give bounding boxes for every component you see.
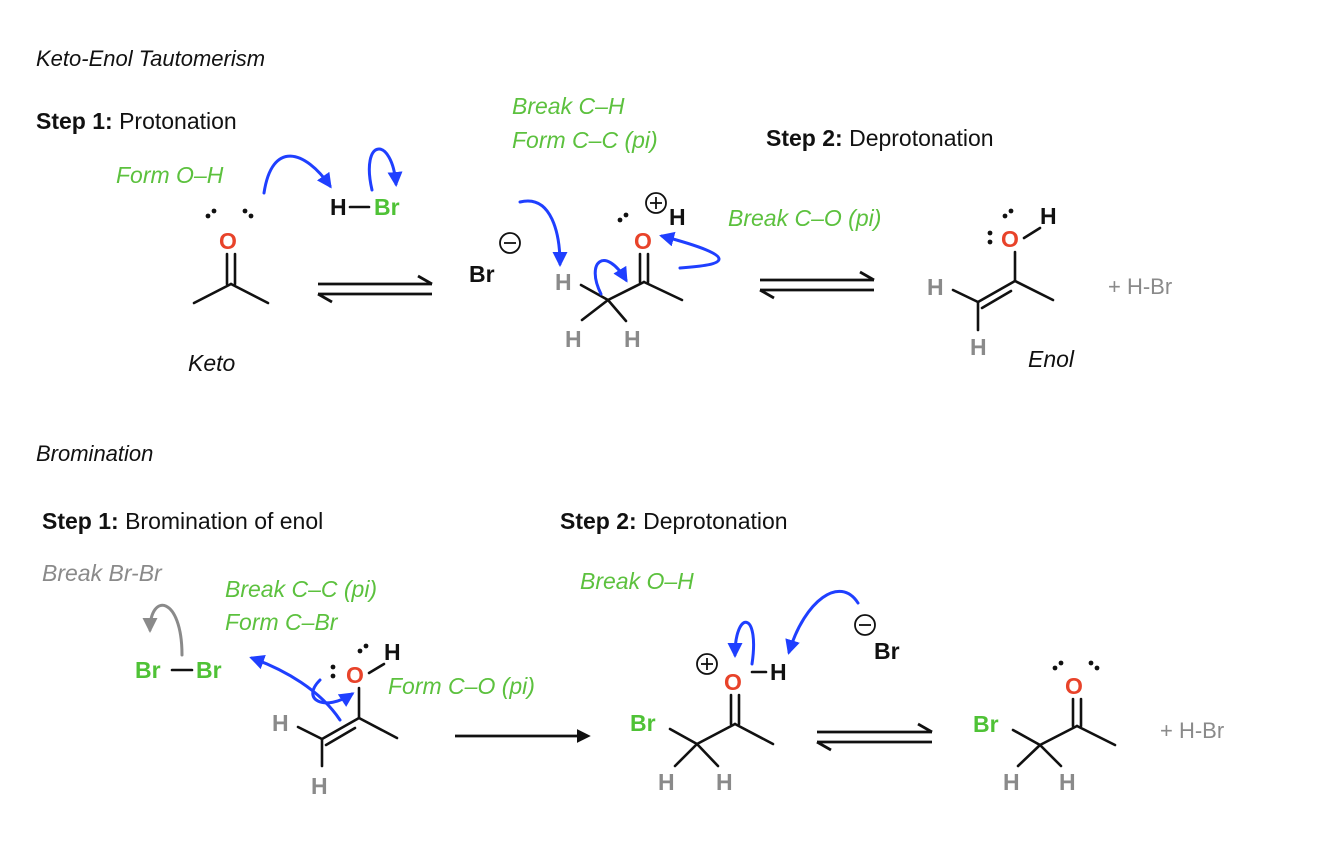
note-form-co-pi: Form C–O (pi): [388, 673, 535, 699]
byproduct-hbr-1: + H-Br: [1108, 274, 1172, 299]
arrow-ch-to-cc: [593, 259, 628, 296]
arrow-cc-pi-to-br: [249, 655, 342, 722]
svg-text:O: O: [724, 669, 742, 695]
svg-text:H: H: [1040, 203, 1057, 229]
note-form-oh: Form O–H: [116, 162, 224, 188]
bromination-step1-heading: Step 1: Bromination of enol: [42, 508, 323, 534]
note-break-co-pi: Break C–O (pi): [728, 205, 881, 231]
equilibrium-arrow-2: [759, 270, 875, 300]
svg-text:O: O: [346, 662, 364, 688]
enol-molecule: O H H H: [927, 203, 1057, 360]
note-form-cc-pi: Form C–C (pi): [512, 127, 658, 153]
svg-text:H: H: [384, 639, 401, 665]
byproduct-hbr-2: + H-Br: [1160, 718, 1224, 743]
keto-enol-step2-heading: Step 2: Deprotonation: [766, 125, 994, 151]
note-break-cc-pi: Break C–C (pi): [225, 576, 377, 602]
bromoketone-product: O Br H H: [973, 660, 1117, 795]
svg-text:H: H: [272, 710, 289, 736]
note-form-cbr: Form C–Br: [225, 609, 339, 635]
protonated-ketone: O H H H H: [555, 192, 686, 352]
arrow-co-pi-to-o: [659, 231, 721, 270]
protonated-bromoketone: O H Br H H: [630, 653, 787, 795]
bromide-ion-2: Br: [854, 614, 900, 664]
svg-text:Br: Br: [973, 711, 999, 737]
keto-label: Keto: [188, 350, 236, 376]
svg-text:H: H: [624, 326, 641, 352]
note-break-ch: Break C–H: [512, 93, 625, 119]
enol-label: Enol: [1028, 346, 1075, 372]
svg-text:H: H: [1003, 769, 1020, 795]
svg-text:H: H: [669, 204, 686, 230]
arrow-br-to-h-2: [785, 590, 860, 655]
arrow-hbr-bond-to-br: [367, 147, 403, 192]
svg-text:O: O: [1065, 673, 1083, 699]
svg-text:H: H: [311, 773, 328, 799]
equilibrium-arrow-1: [317, 274, 433, 304]
svg-text:Br: Br: [630, 710, 656, 736]
svg-text:Br: Br: [374, 194, 400, 220]
keto-enol-step1-heading: Step 1: Protonation: [36, 108, 237, 134]
note-break-brbr: Break Br-Br: [42, 560, 163, 586]
bromination-title: Bromination: [36, 441, 153, 466]
keto-enol-title: Keto-Enol Tautomerism: [36, 46, 265, 71]
enol-molecule-2: O H H H: [272, 639, 401, 799]
svg-text:H: H: [565, 326, 582, 352]
keto-oxygen: O: [219, 228, 237, 254]
svg-text:Br: Br: [135, 657, 161, 683]
svg-text:Br: Br: [196, 657, 222, 683]
equilibrium-arrow-3: [816, 722, 933, 752]
arrow-o-to-h: [262, 154, 332, 195]
svg-text:H: H: [330, 194, 347, 220]
arrow-brbr-break: [142, 603, 184, 657]
keto-molecule: O: [192, 208, 270, 305]
svg-text:H: H: [927, 274, 944, 300]
note-break-oh: Break O–H: [580, 568, 694, 594]
svg-text:H: H: [716, 769, 733, 795]
arrow-o-lone-pair: [311, 678, 355, 707]
svg-text:H: H: [658, 769, 675, 795]
bromination-step2-heading: Step 2: Deprotonation: [560, 508, 788, 534]
arrow-oh-bond-to-o: [727, 620, 756, 666]
svg-text:Br: Br: [874, 638, 900, 664]
hbr-reagent: H Br: [330, 194, 400, 220]
svg-text:Br: Br: [469, 261, 495, 287]
bromine-reagent: Br Br: [135, 657, 222, 683]
svg-text:O: O: [634, 228, 652, 254]
svg-text:H: H: [970, 334, 987, 360]
bromide-ion-1: Br: [469, 232, 521, 287]
arrow-br-to-h: [518, 199, 568, 267]
svg-text:H: H: [1059, 769, 1076, 795]
svg-text:H: H: [770, 659, 787, 685]
svg-text:O: O: [1001, 226, 1019, 252]
svg-text:H: H: [555, 269, 572, 295]
